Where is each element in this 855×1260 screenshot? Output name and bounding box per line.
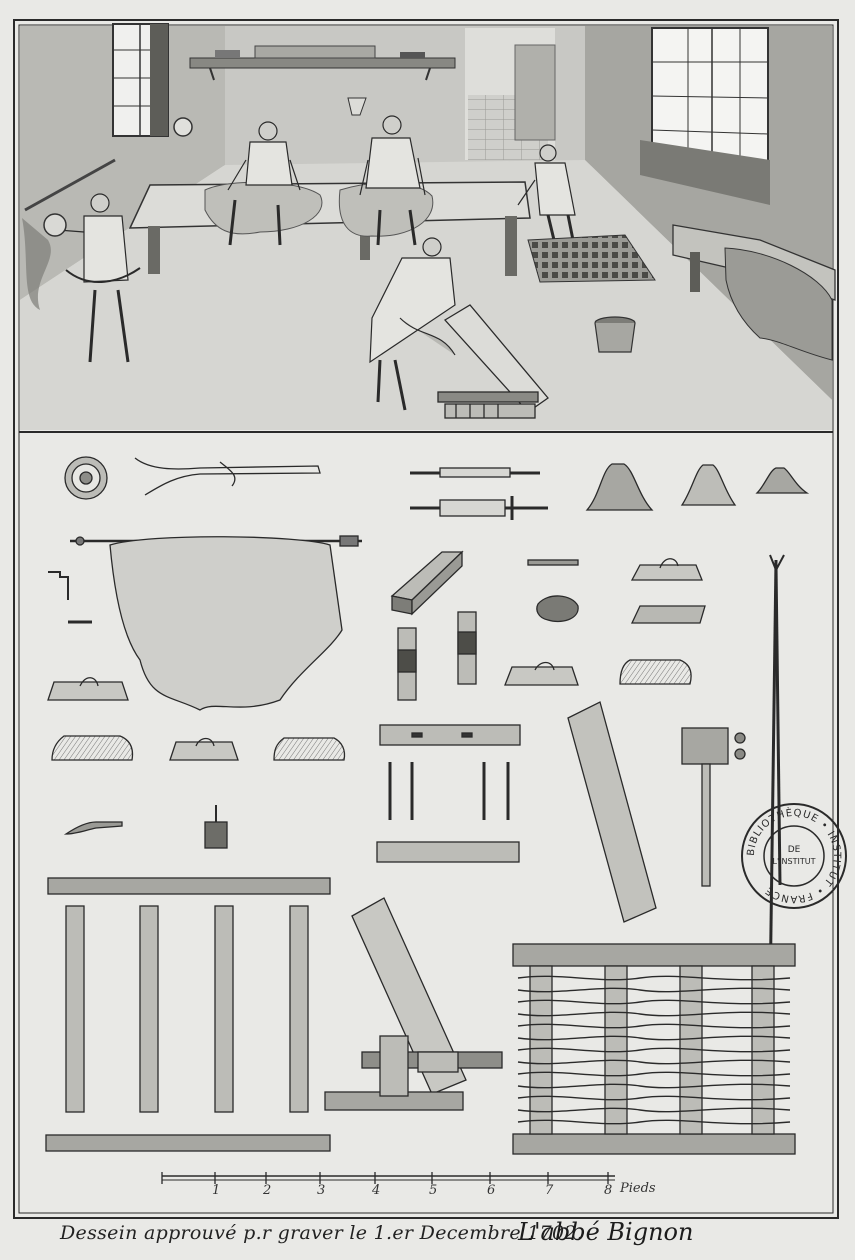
worker-figure	[369, 237, 456, 411]
bucket	[594, 316, 636, 353]
post-block-tool	[397, 627, 417, 701]
scale-number: 6	[487, 1183, 496, 1198]
scale-number: 1	[212, 1183, 221, 1198]
engraving-caption: Dessein approuvé p.r graver le 1.er Dece…	[60, 1222, 584, 1244]
post-block-tool	[390, 550, 464, 616]
slicker-plate-tool	[47, 677, 129, 701]
library-stamp: BIBLIOTHÈQUE • INSTITUT • FRANCE DE L'IN…	[738, 800, 850, 912]
worker-figure	[227, 121, 301, 246]
woven-rack	[512, 943, 796, 1155]
post-block-tool	[457, 611, 477, 685]
frame-post	[139, 905, 159, 1113]
left-window	[112, 23, 169, 137]
iron-hook-tool	[134, 457, 321, 496]
frame-beam	[47, 877, 331, 895]
stretching-bench-detail	[324, 897, 503, 1111]
bell-form-tool	[585, 463, 654, 511]
svg-text:L'INSTITUT: L'INSTITUT	[773, 857, 816, 866]
frame-beam	[45, 1134, 331, 1152]
knife-tool	[527, 559, 579, 566]
comb-plate-tool	[619, 659, 692, 685]
roller-tool	[410, 496, 548, 520]
scale-bar	[161, 1172, 615, 1184]
frame-post	[214, 905, 234, 1113]
roller-tool	[410, 467, 540, 478]
sponge	[536, 595, 579, 623]
wall-shelf	[189, 57, 456, 69]
comb-plate-tool	[273, 737, 346, 761]
small-pot	[204, 805, 228, 849]
worker-figure	[57, 193, 141, 363]
crank-tool	[48, 571, 69, 600]
bell-form-tool	[755, 467, 810, 494]
scale-number: 3	[317, 1183, 326, 1198]
svg-text:DE: DE	[788, 845, 801, 855]
frame-post	[65, 905, 85, 1113]
stretching-bench	[437, 304, 549, 419]
stretched-hide	[70, 535, 362, 711]
bell-form-tool	[680, 464, 737, 506]
right-window	[640, 27, 770, 205]
comb-plate-tool	[51, 735, 134, 761]
forked-staff-tool	[768, 554, 785, 1001]
slicker-plate-tool	[630, 558, 703, 581]
scale-number: 4	[372, 1183, 381, 1198]
frame-post	[289, 905, 309, 1113]
scale-number: 5	[429, 1183, 438, 1198]
mallet-tool	[681, 727, 746, 887]
flat-plate-tool	[630, 605, 706, 624]
tool-plates	[45, 456, 810, 1184]
scale-unit-label: Pieds	[620, 1181, 656, 1196]
scale-number: 8	[604, 1183, 613, 1198]
plate-border	[13, 19, 839, 1219]
scale-number: 2	[263, 1183, 272, 1198]
signature: L'abbé Bignon	[518, 1218, 694, 1246]
slicker-plate-tool	[504, 661, 579, 686]
slicker-plate-tool	[169, 737, 239, 761]
worker-figure	[359, 115, 426, 246]
scale-number: 7	[545, 1183, 554, 1198]
workshop-scene	[20, 23, 836, 430]
tilted-board	[567, 701, 657, 923]
crossbar-beam	[379, 724, 521, 746]
hide-bench	[672, 224, 836, 361]
work-table	[128, 181, 531, 276]
floor-grate	[527, 234, 656, 283]
crossbar-beam	[376, 841, 520, 863]
curved-knife-tool	[63, 821, 123, 835]
